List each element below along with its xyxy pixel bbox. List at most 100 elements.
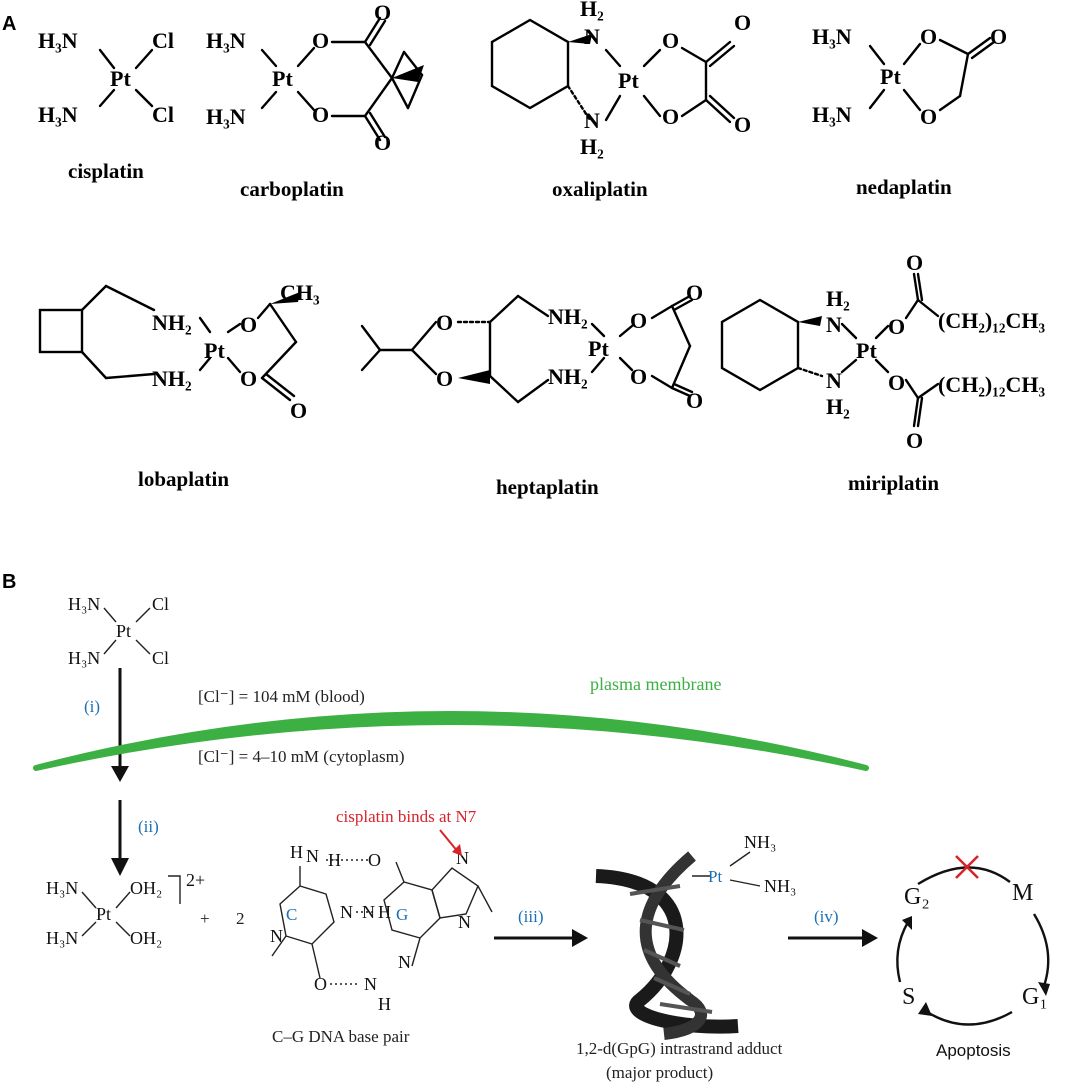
atom-label: O — [888, 370, 905, 395]
arrow-head — [111, 766, 129, 782]
atom-label: Cl — [152, 594, 169, 614]
aqua-ligand: OH₂ — [130, 878, 162, 898]
membrane-label: plasma membrane — [590, 674, 721, 694]
atom-label: N — [584, 108, 600, 133]
phase-s-label: S — [902, 984, 915, 1010]
atom-label: H₃N — [38, 28, 78, 53]
cytoplasm-chloride-label: [Cl⁻] = 4–10 mM (cytoplasm) — [198, 747, 404, 766]
atom-label: H — [328, 850, 341, 870]
atom-label: H — [378, 902, 391, 922]
atom-label: H₃N — [68, 594, 100, 614]
panel-a-label: A — [2, 13, 16, 35]
oxaliplatin-structure: H₂ N N H₂ Pt O O O O — [490, 0, 751, 159]
atom-label: H₂ — [826, 286, 850, 311]
atom-label: H₃N — [206, 104, 246, 129]
base-c-label: C — [286, 905, 297, 924]
arrow-head — [572, 929, 588, 947]
platinum-atom: Pt — [588, 336, 609, 361]
alkyl-chain: (CH₂)₁₂CH₃ — [938, 308, 1045, 333]
atom-label: N — [584, 24, 600, 49]
atom-label: O — [630, 364, 647, 389]
atom-label: O — [686, 280, 703, 305]
atom-label: O — [906, 250, 923, 275]
atom-label: H — [378, 994, 391, 1014]
atom-label: O — [436, 366, 453, 391]
atom-label: H₃N — [46, 928, 78, 948]
stoichiometry-coefficient: 2 — [236, 909, 245, 928]
n7-binding-note: cisplatin binds at N7 — [336, 807, 477, 826]
base-g-label: G — [396, 905, 408, 924]
atom-label: O — [734, 10, 751, 35]
atom-label: O — [920, 104, 937, 129]
atom-label: N — [270, 926, 283, 946]
atom-label: O — [990, 24, 1007, 49]
atom-label: O — [630, 308, 647, 333]
atom-label: H₃N — [68, 648, 100, 668]
atom-label: Cl — [152, 102, 174, 127]
atom-label: O — [240, 366, 257, 391]
lobaplatin-structure: NH₂ NH₂ Pt O O CH₃ O — [38, 280, 320, 423]
atom-label: H₂ — [580, 134, 604, 159]
platinum-atom: Pt — [204, 338, 225, 363]
drug-name-nedaplatin: nedaplatin — [856, 175, 952, 199]
drug-name-miriplatin: miriplatin — [848, 471, 939, 495]
adduct-caption: 1,2-d(GpG) intrastrand adduct — [576, 1039, 783, 1058]
platinum-atom: Pt — [110, 66, 131, 91]
atom-label: Cl — [152, 648, 169, 668]
atom-label: N — [364, 974, 377, 994]
atom-label: O — [374, 0, 391, 25]
atom-label: O — [888, 314, 905, 339]
heptaplatin-structure: O O NH₂ NH₂ Pt O O O O — [360, 280, 703, 413]
atom-label: H — [290, 842, 303, 862]
aquated-cisplatin-structure: H₃N H₃N Pt OH₂ OH₂ 2+ — [46, 870, 205, 948]
arrow-head — [111, 858, 129, 876]
n7-arrow — [439, 829, 459, 853]
ammine-ligand: NH₃ — [764, 876, 796, 896]
apoptosis-label: Apoptosis — [936, 1041, 1011, 1060]
atom-label: NH₂ — [548, 304, 588, 329]
atom-label: O — [312, 102, 329, 127]
miriplatin-structure: H₂ N N H₂ Pt O O O O (CH₂)₁₂CH₃ (CH₂)₁₂C… — [720, 250, 1045, 453]
dna-helix-adduct: Pt NH₃ NH₃ — [595, 832, 796, 1040]
arrest-cross-icon — [955, 855, 979, 879]
adduct-caption-secondary: (major product) — [606, 1063, 713, 1082]
atom-label: O — [686, 388, 703, 413]
atom-label: N — [398, 952, 411, 972]
drug-name-carboplatin: carboplatin — [240, 177, 344, 201]
plasma-membrane-arc — [33, 711, 869, 771]
atom-label: O — [240, 312, 257, 337]
atom-label: O — [314, 974, 327, 994]
atom-label: H₃N — [38, 102, 78, 127]
platinum-atom: Pt — [272, 66, 293, 91]
atom-label: O — [920, 24, 937, 49]
platinum-atom: Pt — [116, 621, 131, 641]
atom-label: O — [734, 112, 751, 137]
carboplatin-structure: H₃N H₃N Pt O O O O — [206, 0, 424, 155]
phase-m-label: M — [1012, 880, 1033, 906]
charge-label: 2+ — [186, 870, 205, 890]
atom-label: H₂ — [580, 0, 604, 21]
atom-label: N — [362, 902, 375, 922]
atom-label: O — [368, 850, 381, 870]
atom-label: N — [826, 312, 842, 337]
drug-name-cisplatin: cisplatin — [68, 159, 144, 183]
atom-label: NH₂ — [152, 310, 192, 335]
atom-label: O — [436, 310, 453, 335]
cisplatin-structure: H₃N H₃N Pt Cl Cl — [38, 28, 174, 127]
arrow-head — [862, 929, 878, 947]
step-iv-label: (iv) — [814, 907, 839, 926]
platinum-atom: Pt — [96, 904, 111, 924]
platinum-atom: Pt — [708, 867, 722, 886]
drug-name-lobaplatin: lobaplatin — [138, 467, 229, 491]
atom-label: O — [374, 130, 391, 155]
atom-label: Cl — [152, 28, 174, 53]
panel-b-label: B — [2, 571, 16, 593]
base-pair-caption: C–G DNA base pair — [272, 1027, 410, 1046]
aqua-ligand: OH₂ — [130, 928, 162, 948]
atom-label: N — [306, 846, 319, 866]
atom-label: O — [662, 28, 679, 53]
platinum-atom: Pt — [856, 338, 877, 363]
drug-name-heptaplatin: heptaplatin — [496, 475, 599, 499]
arrow-head — [452, 844, 462, 856]
